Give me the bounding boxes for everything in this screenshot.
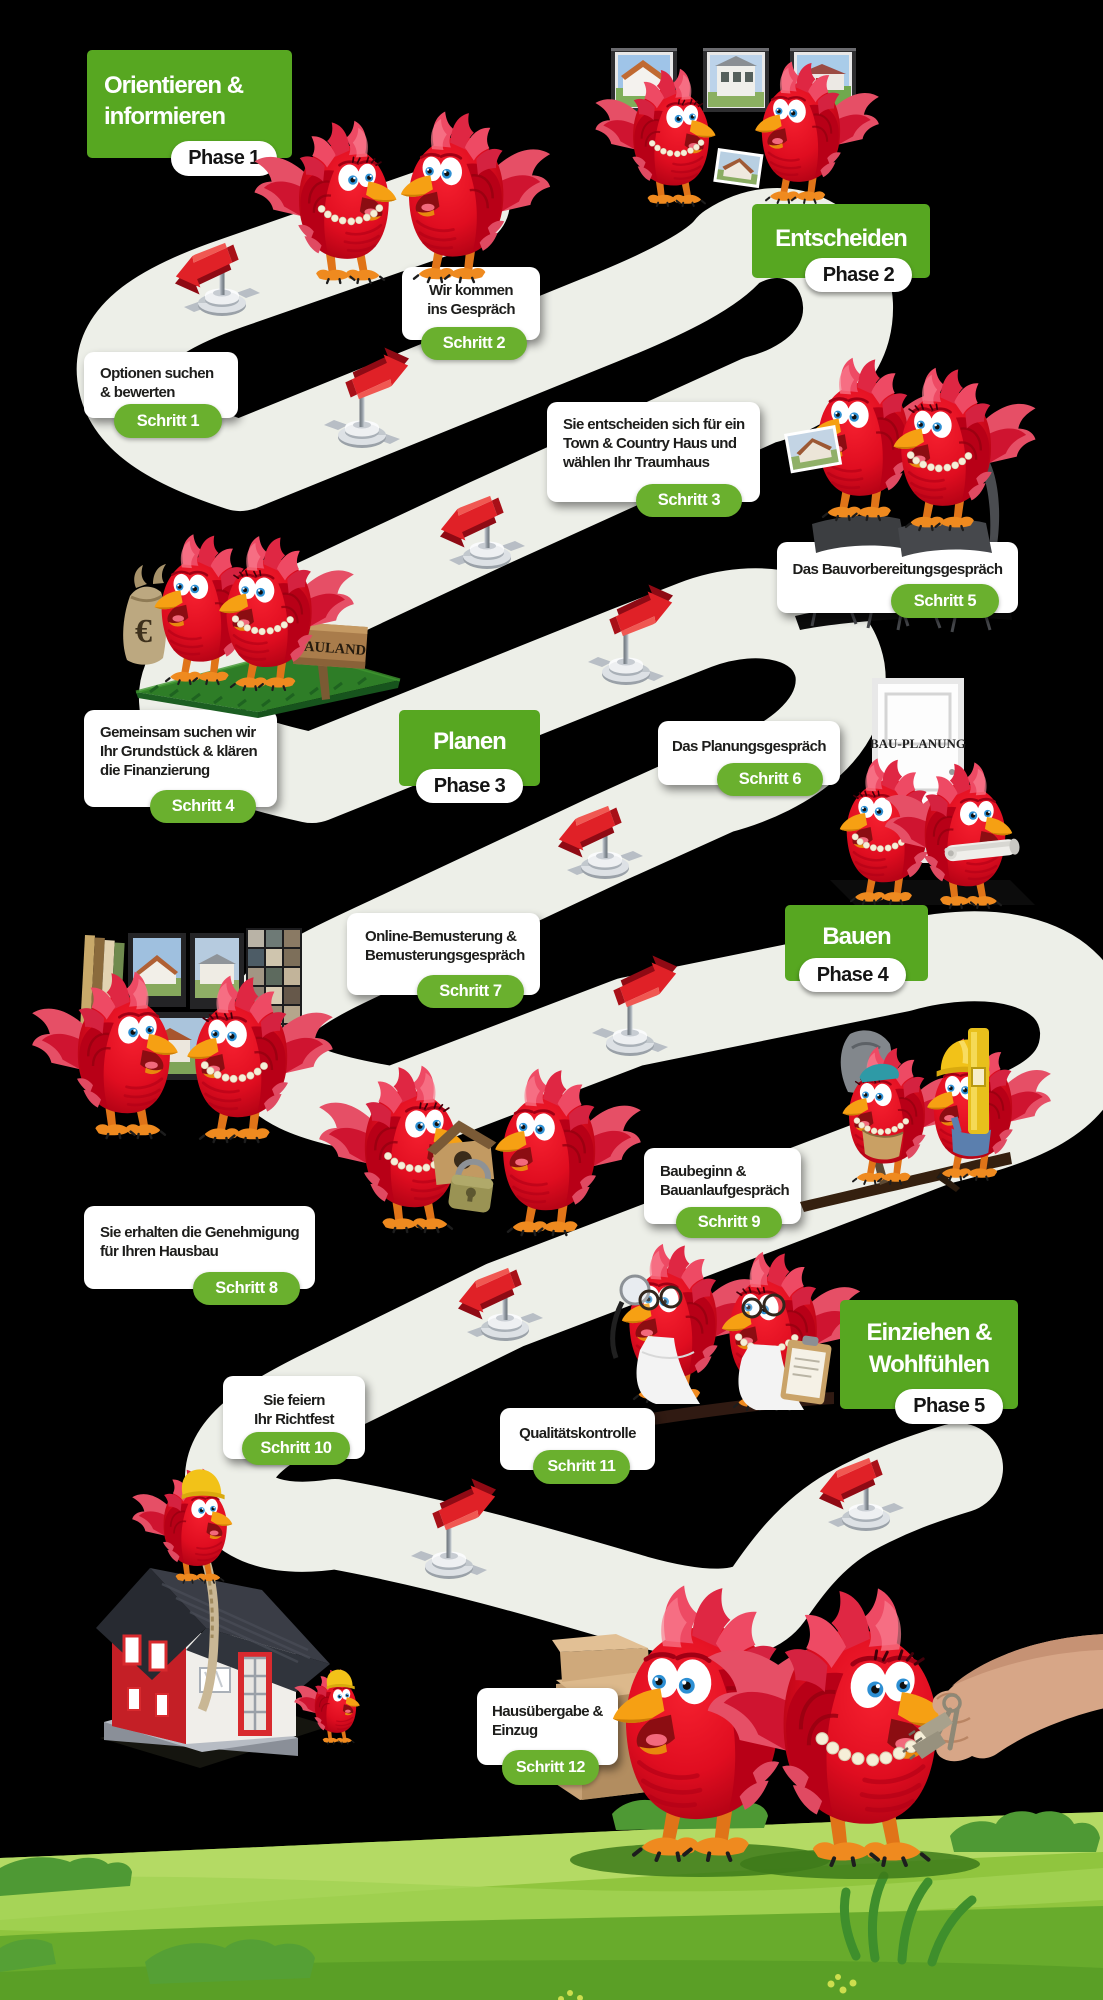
svg-text:€: € xyxy=(135,613,152,650)
svg-text:BAULAND: BAULAND xyxy=(294,638,367,659)
svg-text:BAU-PLANUNG: BAU-PLANUNG xyxy=(870,736,966,751)
